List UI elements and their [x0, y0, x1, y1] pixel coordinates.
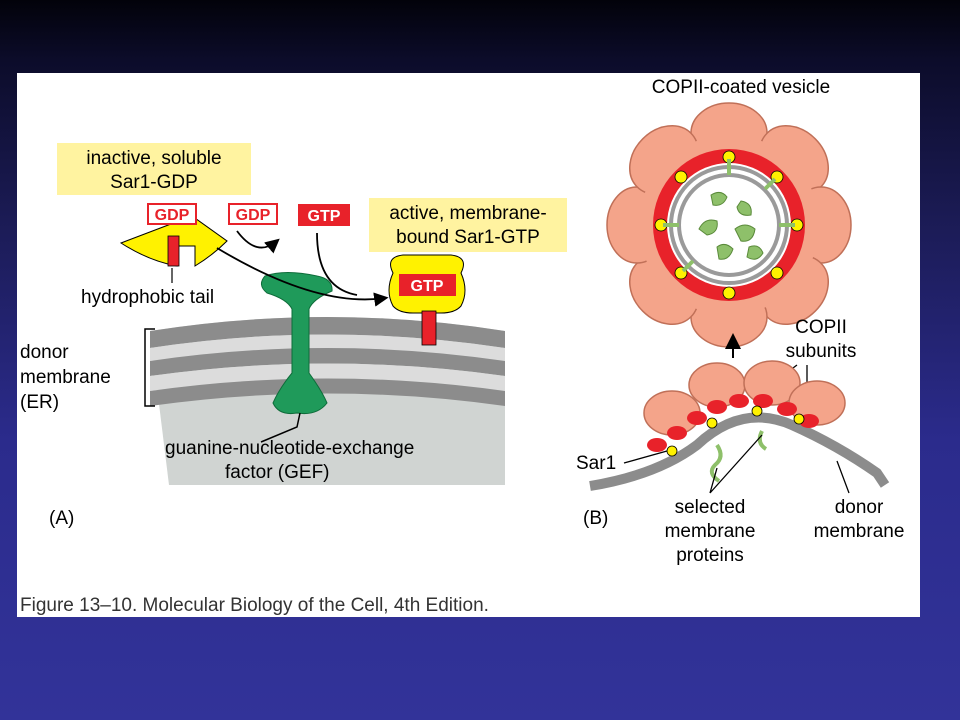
- selected-label-line3: proteins: [676, 545, 744, 566]
- donor-label-line2: membrane: [814, 521, 905, 542]
- donor-membrane-line3: (ER): [20, 392, 59, 413]
- gef-protein: [261, 272, 333, 414]
- panel-b: COPII-coated vesicle: [576, 77, 904, 566]
- panel-a-tag: (A): [49, 508, 74, 529]
- figure-caption: Figure 13–10. Molecular Biology of the C…: [20, 595, 489, 616]
- gtp-incoming-text: GTP: [308, 208, 341, 225]
- active-sar1-gtp: GTP: [388, 254, 466, 346]
- donor-membrane-line2: membrane: [20, 367, 111, 388]
- copii-label-line2: subunits: [786, 341, 857, 362]
- gef-label-line1: guanine-nucleotide-exchange: [165, 438, 414, 459]
- donor-pointer: [836, 460, 850, 494]
- gef-label-line2: factor (GEF): [225, 462, 330, 483]
- inactive-label-line1: inactive, soluble: [86, 148, 221, 169]
- panel-a: GTP inactive, soluble Sar1-GDP active, m…: [20, 143, 567, 529]
- gdp-bound-text: GDP: [155, 207, 190, 224]
- exchange-arrows: [216, 230, 389, 307]
- selected-label-line2: membrane: [665, 521, 756, 542]
- figure-svg: GTP inactive, soluble Sar1-GDP active, m…: [20, 77, 904, 616]
- copii-label-line1: COPII: [795, 317, 847, 338]
- gdp-released-text: GDP: [236, 207, 271, 224]
- active-label-line2: bound Sar1-GTP: [396, 227, 540, 248]
- donor-membrane-block: [150, 317, 505, 485]
- budding-membrane: [589, 360, 890, 491]
- active-label-line1: active, membrane-: [389, 203, 546, 224]
- sar1-label: Sar1: [576, 453, 616, 474]
- gef-pointer: [260, 412, 301, 443]
- membrane-bracket: [144, 328, 155, 407]
- figure-panel: GTP inactive, soluble Sar1-GDP active, m…: [17, 73, 920, 617]
- selected-label-line1: selected: [675, 497, 746, 518]
- inactive-sar1-gdp: [119, 215, 228, 267]
- selected-pointer: [709, 434, 763, 494]
- panel-b-tag: (B): [583, 508, 608, 529]
- copii-vesicle: [606, 102, 852, 348]
- sar1-pointer: [623, 450, 668, 464]
- donor-membrane-line1: donor: [20, 342, 69, 363]
- vesicle-title: COPII-coated vesicle: [652, 77, 830, 98]
- sar1-gtp-text: GTP: [411, 278, 444, 295]
- hydrophobic-tail-label: hydrophobic tail: [81, 287, 214, 308]
- inactive-label-line2: Sar1-GDP: [110, 172, 198, 193]
- donor-label-line1: donor: [835, 497, 884, 518]
